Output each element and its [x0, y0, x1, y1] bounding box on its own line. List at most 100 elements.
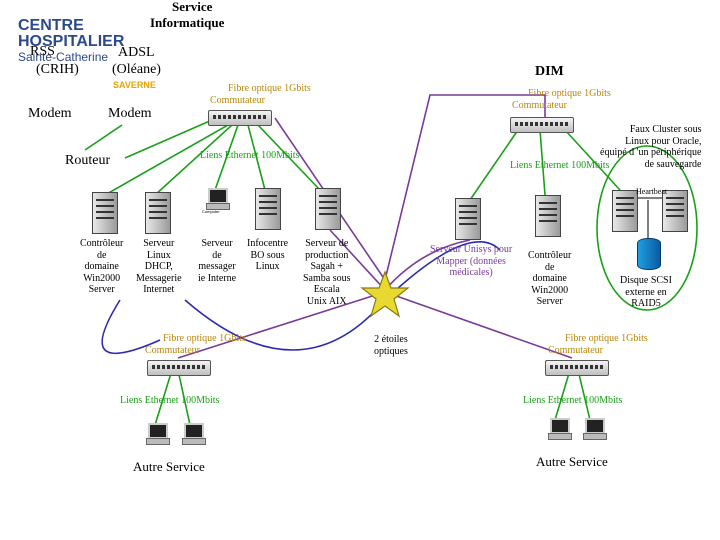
ethernet-br-label: Liens Ethernet 100Mbits — [523, 395, 623, 406]
disk-line1: Disque SCSI — [620, 275, 672, 286]
computer-icon-br1 — [548, 418, 572, 440]
modem-right: Modem — [108, 106, 152, 121]
wire-switch-s4 — [247, 124, 266, 191]
wire-switch-s1 — [104, 124, 229, 196]
server-label-dc1: Contrôleur de domaine Win2000 Server — [80, 238, 123, 296]
cluster-line1: Faux Cluster sous — [629, 124, 702, 135]
disk-icon — [637, 238, 661, 270]
server-label-dc2: Contrôleur de domaine Win2000 Server — [528, 250, 571, 308]
s6-line3: médicales) — [449, 267, 493, 278]
s2-line4: Messagerie — [136, 272, 182, 284]
star-line1: 2 étoiles — [374, 334, 408, 345]
wire-bl-pc2 — [177, 369, 191, 426]
computer-label: Computer — [202, 209, 220, 214]
title-line1: Service — [172, 0, 213, 14]
adsl-sub: (Oléane) — [112, 62, 161, 77]
s5-line3: Sagah + — [310, 261, 344, 272]
ethernet-dim-label: Liens Ethernet 100Mbits — [510, 160, 610, 171]
s1-line1: Contrôleur — [80, 238, 124, 249]
wire-router-switch — [124, 119, 213, 159]
cluster-line3: équipé d 'un périphérique — [600, 147, 702, 158]
dim-label: DIM — [535, 64, 564, 79]
server-icon-linux — [145, 192, 171, 234]
s4-line3: Linux — [255, 261, 280, 272]
server-label-infocentre: Infocentre BO sous Linux — [247, 238, 288, 273]
fibre-star-bl — [177, 291, 386, 359]
logo-line1: CENTRE — [18, 17, 84, 34]
s5-line4: Samba sous — [303, 272, 351, 284]
wire-switch-s3 — [214, 124, 239, 191]
fibre-center-label: Fibre optique 1Gbits — [228, 83, 311, 94]
star-line2: optiques — [374, 345, 408, 357]
fibre-dim-label: Fibre optique 1Gbits — [528, 88, 611, 99]
s3-line3: messager — [198, 261, 236, 272]
s7-line4: Win2000 — [531, 284, 569, 296]
switch-bottom-left — [147, 360, 211, 376]
server-icon-dc2 — [535, 195, 561, 237]
server-icon-unisys — [455, 198, 481, 240]
fibre-br-label: Fibre optique 1Gbits — [565, 333, 648, 344]
hospital-logo: CENTRE HOSPITALIER Sainte-Catherine SAVE… — [18, 17, 168, 91]
disk-label: Disque SCSI externe en RAID5 — [620, 275, 672, 310]
computer-icon-bl2 — [182, 423, 206, 445]
router-label: Routeur — [65, 153, 111, 168]
server-icon-infocentre — [255, 188, 281, 230]
disk-line2: externe en — [625, 286, 667, 298]
other-service-left: Autre Service — [133, 459, 205, 474]
s3-line1: Serveur — [201, 238, 233, 249]
s2-line1: Serveur — [143, 238, 175, 249]
rss-label: RSS — [30, 44, 55, 59]
cluster-outline — [596, 145, 698, 311]
wire-br-pc1 — [554, 369, 571, 421]
s7-line1: Contrôleur — [528, 250, 572, 261]
server-label-linux: Serveur Linux DHCP, Messagerie Internet — [136, 238, 182, 296]
s7-line3: domaine — [532, 273, 567, 284]
s5-line1: Serveur de — [305, 238, 349, 249]
wire-br-pc2 — [577, 369, 591, 421]
logo-city: SAVERNE — [113, 80, 156, 90]
modem-left: Modem — [28, 106, 72, 121]
heartbeat-label: Heartbeat — [636, 187, 668, 196]
server-label-mail: Serveur de messager ie Interne — [198, 238, 236, 284]
wire-switch-s5 — [257, 124, 321, 191]
switch-bottom-right — [545, 360, 609, 376]
cluster-label: Faux Cluster sous Linux pour Oracle, équ… — [600, 124, 702, 170]
fibre-star-s6 — [384, 239, 471, 291]
wire-switch-s2 — [154, 124, 233, 196]
fibre-star-br — [384, 291, 573, 359]
switch-center — [208, 110, 272, 126]
wire-bl-pc1 — [154, 369, 173, 426]
server-icon-dc1 — [92, 192, 118, 234]
s2-line3: DHCP, — [144, 261, 173, 272]
s1-line4: Win2000 — [83, 272, 121, 284]
ethernet-bl-label: Liens Ethernet 100Mbits — [120, 395, 220, 406]
s6-line2: Mapper (données — [436, 255, 506, 267]
computer-icon-br2 — [583, 418, 607, 440]
s5-line5: Escala — [313, 284, 340, 295]
fibre-dim-star — [384, 94, 546, 281]
switch-dim — [510, 117, 574, 133]
logo-line2: HOSPITALIER — [18, 33, 125, 50]
server-icon-cluster-b — [662, 190, 688, 232]
computer-icon-mail: Computer — [202, 188, 230, 214]
s3-line2: de — [212, 249, 222, 261]
logo-line3: Sainte-Catherine — [18, 50, 109, 64]
s2-line5: Internet — [143, 284, 175, 295]
s1-line2: de — [96, 249, 107, 261]
s3-line4: ie Interne — [198, 272, 237, 284]
s6-line1: Serveur Unisys pour — [430, 244, 513, 255]
star-label: 2 étoiles optiques — [374, 334, 408, 357]
server-icon-cluster-a — [612, 190, 638, 232]
fibre-star-s5 — [329, 229, 386, 291]
s5-line6: Unix AIX — [306, 295, 347, 307]
wire-modem-router — [84, 124, 123, 151]
switch-dim-label: Commutateur — [512, 100, 567, 111]
fibre-bl-label: Fibre optique 1Gbits — [163, 333, 246, 344]
s4-line2: BO sous — [250, 249, 285, 261]
other-service-right: Autre Service — [536, 454, 608, 469]
s5-line2: production — [305, 249, 349, 261]
switch-center-label: Commutateur — [210, 95, 265, 106]
switch-bl-label: Commutateur — [145, 345, 200, 356]
adsl-label: ADSL — [118, 45, 155, 60]
